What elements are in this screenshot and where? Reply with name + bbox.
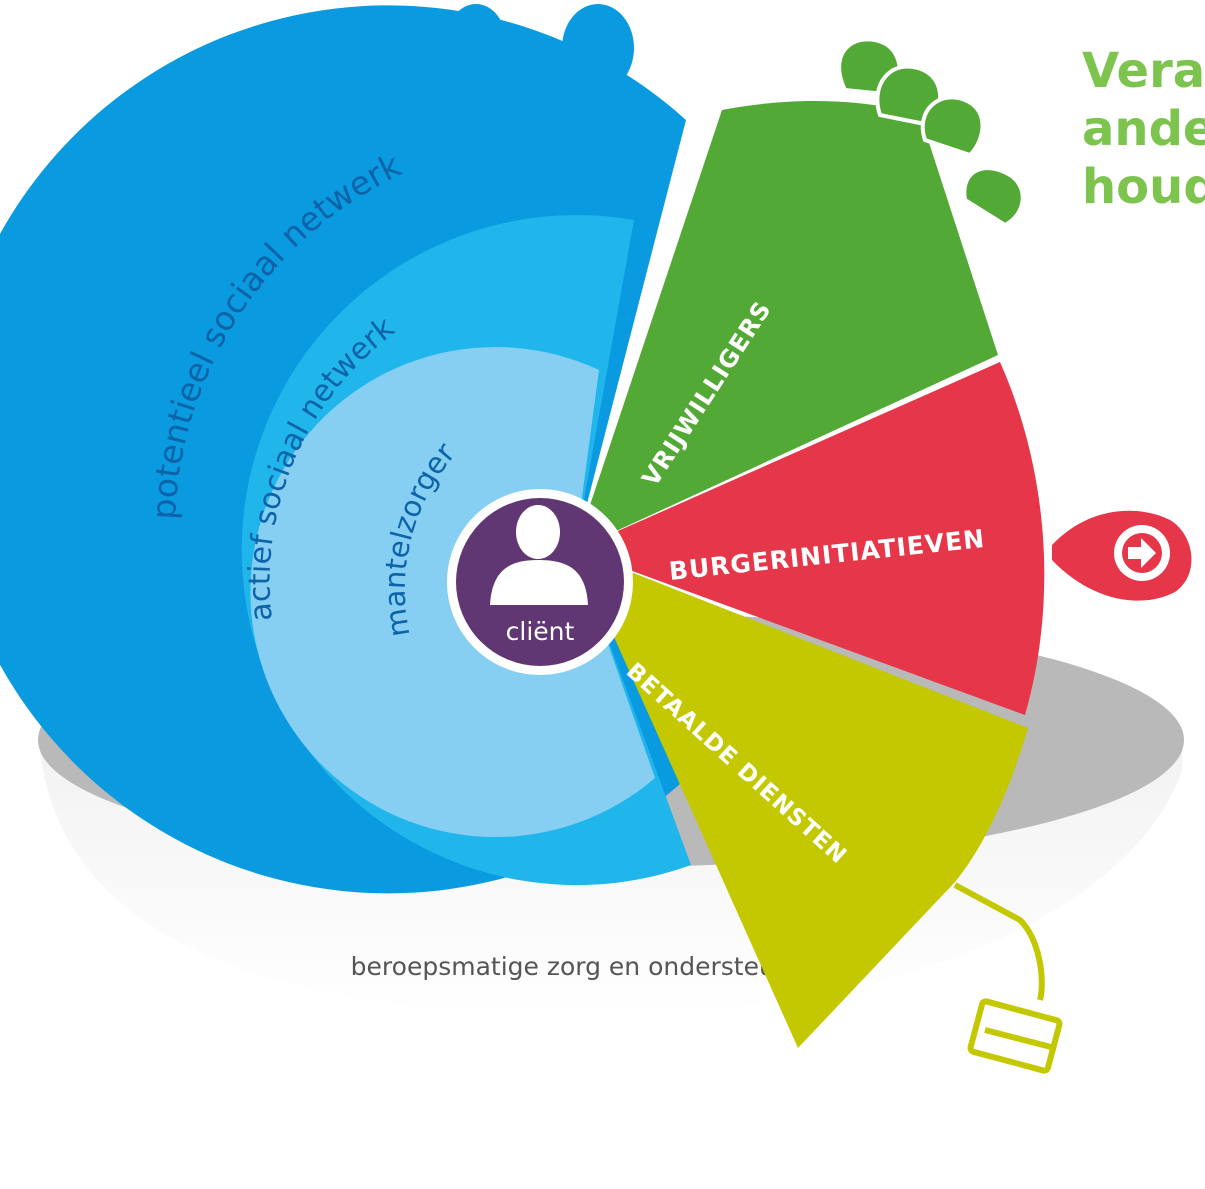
arrow-pin-icon bbox=[1052, 510, 1192, 601]
volunteers-segment: VRIJWILLIGERS bbox=[575, 37, 1025, 550]
page-heading: Vera ande houd bbox=[1082, 42, 1205, 216]
client-label: cliënt bbox=[506, 617, 575, 646]
citizen-initiatives-segment: BURGERINITIATIEVEN bbox=[575, 362, 1192, 715]
base-label: beroepsmatige zorg en ondersteuning bbox=[351, 952, 830, 981]
heading-line-2: ande bbox=[1082, 101, 1205, 157]
client-node: cliënt bbox=[447, 489, 633, 675]
heading-line-3: houd bbox=[1082, 159, 1205, 215]
heading-line-1: Vera bbox=[1082, 43, 1205, 99]
payment-card-icon bbox=[953, 882, 1063, 1074]
raised-fists-icon bbox=[837, 37, 1025, 228]
person-icon bbox=[490, 505, 588, 605]
family-icon bbox=[418, 4, 660, 150]
